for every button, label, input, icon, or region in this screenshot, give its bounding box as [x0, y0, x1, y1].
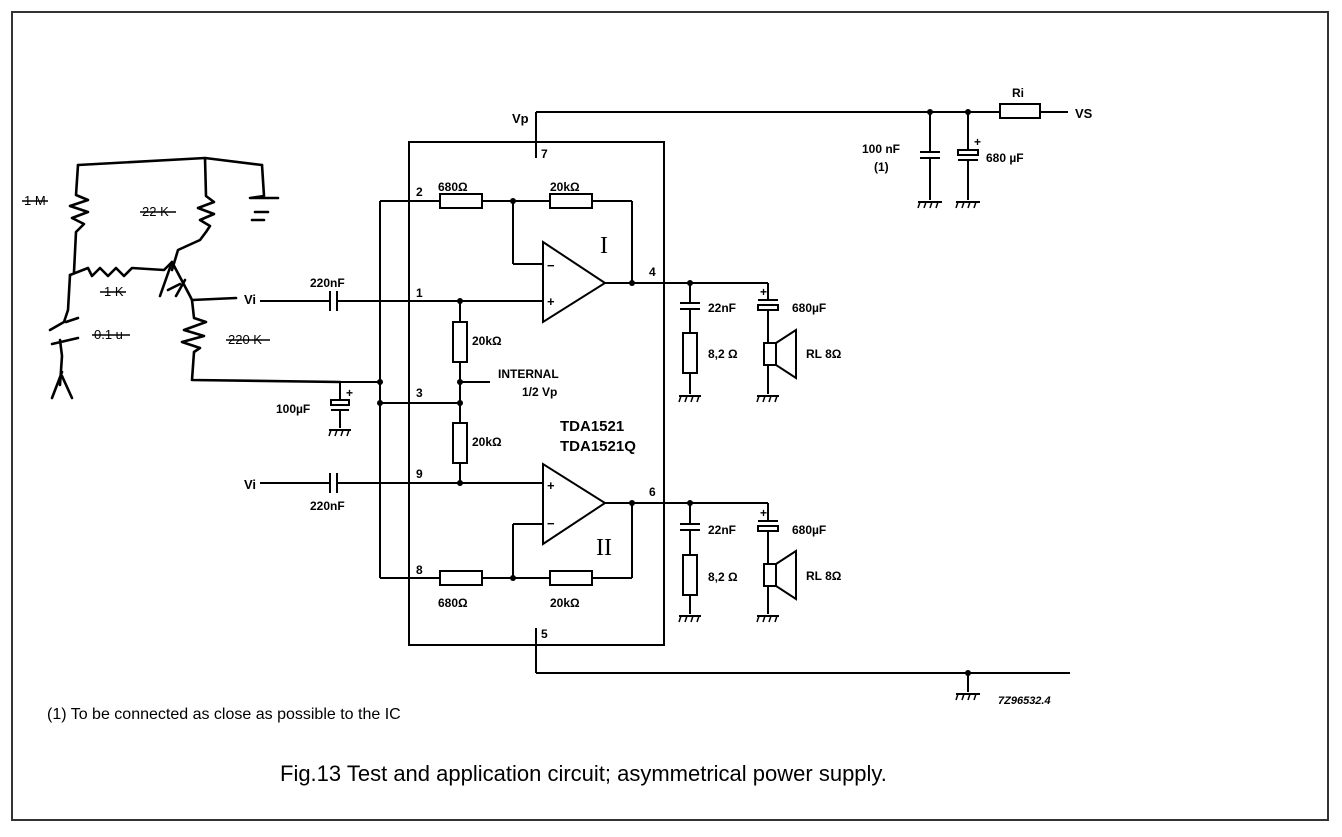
r82-bottom-label: 8,2 Ω — [708, 570, 738, 584]
resistor-680-bottom — [439, 570, 483, 586]
vi-bottom-label: Vi — [244, 477, 256, 492]
ic-name-line-1: TDA1521 — [560, 418, 624, 435]
r680-bottom-label: 680Ω — [438, 596, 468, 610]
vs-label: VS — [1075, 106, 1093, 121]
speaker-top — [763, 342, 777, 366]
plus-mark: + — [760, 285, 767, 299]
c220-top-label: 220nF — [310, 276, 345, 290]
r82-top-label: 8,2 Ω — [708, 347, 738, 361]
ic-name-line-2: TDA1521Q — [560, 438, 636, 455]
amplifier-1 — [260, 193, 768, 324]
c-supply-680uf-label: 680 µF — [986, 151, 1024, 165]
c100uf-label: 100µF — [276, 402, 310, 416]
supply-network — [535, 103, 1068, 209]
vi-top-label: Vi — [244, 292, 256, 307]
plus-mark: + — [346, 386, 353, 400]
amp-1-label: I — [600, 233, 608, 259]
output-stage-top — [678, 280, 797, 403]
c220-bottom-label: 220nF — [310, 499, 345, 513]
plus-mark: + — [760, 506, 767, 520]
pin-7-label: 7 — [541, 147, 548, 161]
pin-1-label: 1 — [416, 286, 423, 300]
pin-8-label: 8 — [416, 563, 423, 577]
footnote: (1) To be connected as close as possible… — [47, 706, 401, 723]
internal-divider — [380, 301, 490, 483]
plus-mark: + — [974, 135, 981, 149]
drawing-code: 7Z96532.4 — [998, 695, 1051, 707]
amp-2-label: II — [596, 535, 612, 561]
ri-label: Ri — [1012, 86, 1024, 100]
c22nf-top-label: 22nF — [708, 301, 736, 315]
handdrawn-bias-circuit — [48, 156, 342, 400]
ground-symbol — [917, 201, 942, 209]
speaker-bottom — [763, 563, 777, 587]
pin-5-label: 5 — [541, 627, 548, 641]
c680-top-label: 680µF — [792, 301, 826, 315]
minus-input-1: − — [547, 258, 555, 273]
minus-input-2: − — [547, 516, 555, 531]
c-supply-100nf-label: 100 nF — [862, 142, 900, 156]
figure-caption: Fig.13 Test and application circuit; asy… — [280, 761, 887, 786]
resistor-20k-top — [549, 193, 593, 209]
internal-label: INTERNAL — [498, 367, 559, 381]
figure-border — [11, 11, 1329, 821]
rl-bottom-label: RL 8Ω — [806, 569, 842, 583]
r20k-bottom-label: 20kΩ — [550, 596, 580, 610]
amplifier-2 — [260, 462, 768, 586]
rl-top-label: RL 8Ω — [806, 347, 842, 361]
ground-symbol — [955, 693, 980, 701]
c22nf-bottom-label: 22nF — [708, 523, 736, 537]
resistor-680-top — [439, 193, 483, 209]
plus-input-2: + — [547, 478, 555, 493]
c-supply-note-label: (1) — [874, 160, 889, 174]
pin-3-label: 3 — [416, 386, 423, 400]
r20k-top-label: 20kΩ — [550, 180, 580, 194]
opamp-2-triangle — [542, 462, 607, 546]
pin-4-label: 4 — [649, 265, 656, 279]
pin-6-label: 6 — [649, 485, 656, 499]
c680-bottom-label: 680µF — [792, 523, 826, 537]
resistor-20k-bottom — [549, 570, 593, 586]
r20k-divider-bottom-label: 20kΩ — [472, 435, 502, 449]
half-vp-label: 1/2 Vp — [522, 385, 557, 399]
r20k-divider-top-label: 20kΩ — [472, 334, 502, 348]
pin-2-label: 2 — [416, 185, 423, 199]
cap-100uf — [328, 381, 380, 437]
ground-symbol — [955, 201, 980, 209]
opamp-1-triangle — [542, 240, 607, 324]
vp-label: Vp — [512, 111, 529, 126]
resistor-ri — [999, 103, 1041, 119]
r680-top-label: 680Ω — [438, 180, 468, 194]
output-stage-bottom — [678, 500, 797, 623]
plus-input-1: + — [547, 294, 555, 309]
pin-9-label: 9 — [416, 467, 423, 481]
